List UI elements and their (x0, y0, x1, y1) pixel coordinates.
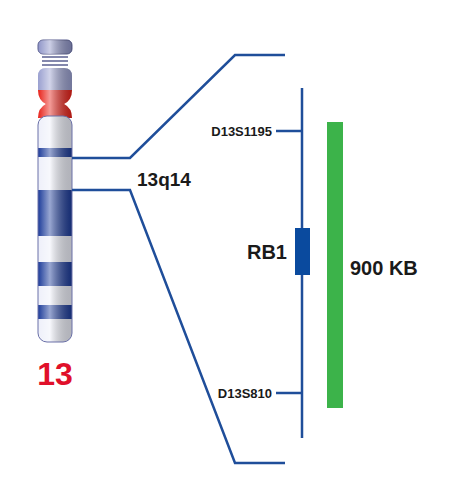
stalk (42, 60, 68, 62)
band-label: 13q14 (137, 170, 191, 189)
marker-tick (276, 130, 302, 133)
size-bar (327, 122, 343, 408)
zoom-line (72, 190, 285, 463)
centromere-shine (38, 90, 72, 118)
stalk (42, 64, 68, 66)
satellite-shine (38, 40, 72, 54)
q-arm-outline (38, 116, 72, 342)
marker-tick (276, 392, 302, 395)
stalk (42, 56, 68, 58)
gene-box (295, 228, 310, 275)
q-arm (38, 116, 72, 342)
p-arm (38, 66, 72, 92)
size-label: 900 KB (350, 258, 418, 278)
zoom-line (72, 55, 285, 158)
centromere (38, 90, 72, 118)
chromosome-number: 13 (37, 358, 73, 390)
marker-label: D13S810 (218, 387, 272, 400)
gene-label: RB1 (247, 242, 287, 262)
marker-label: D13S1195 (211, 125, 272, 138)
satellite (38, 40, 72, 54)
